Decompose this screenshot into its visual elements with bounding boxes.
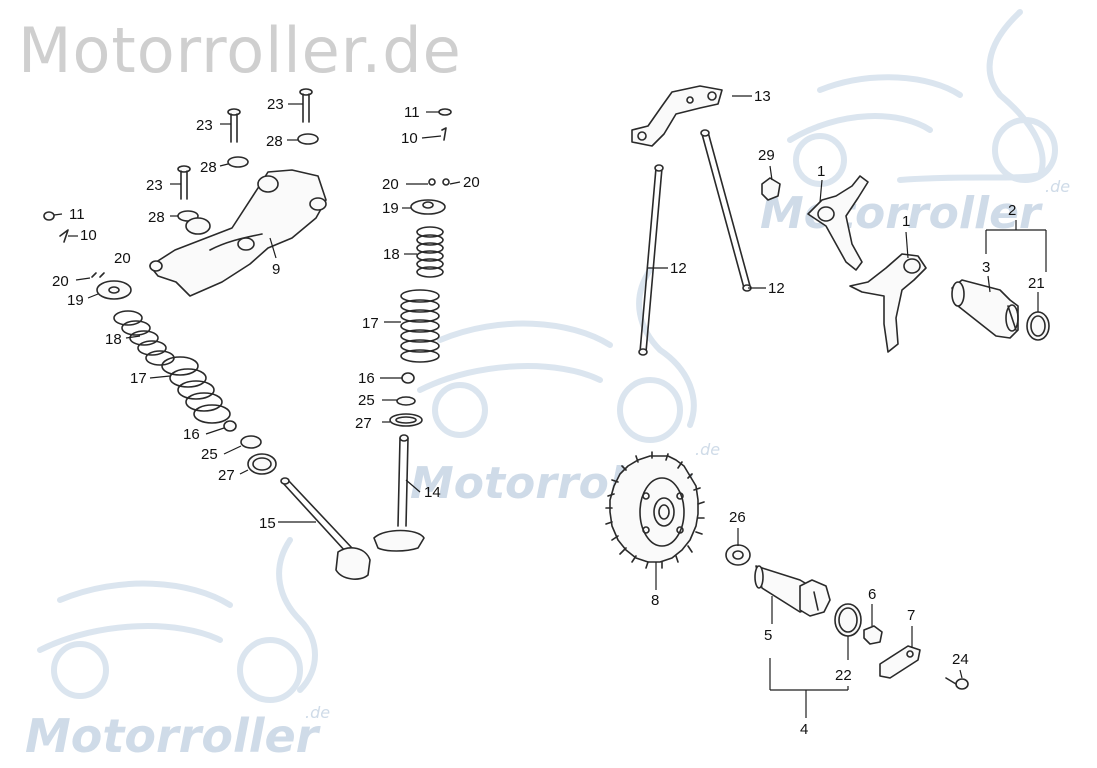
seat-27-left bbox=[247, 453, 277, 475]
scooter-watermark-right bbox=[787, 9, 1058, 187]
callout-18-center: 18 bbox=[383, 246, 400, 263]
callout-16-center: 16 bbox=[358, 370, 375, 387]
rocker-arm-1-lower bbox=[849, 253, 927, 353]
callout-1-upper: 1 bbox=[817, 163, 825, 180]
keeper-20-left bbox=[91, 272, 105, 278]
callout-25-left: 25 bbox=[201, 446, 218, 463]
plate-7 bbox=[879, 645, 921, 679]
header-watermark-logo: Motorroller.de bbox=[18, 14, 462, 87]
cotter-11-left bbox=[43, 211, 55, 221]
callout-23-top: 23 bbox=[267, 96, 284, 113]
spring-17-left bbox=[161, 356, 231, 424]
callout-10-left: 10 bbox=[80, 227, 97, 244]
scooter-watermark-left bbox=[37, 537, 318, 703]
callout-17-left: 17 bbox=[130, 370, 147, 387]
push-rod-12-right bbox=[700, 129, 752, 292]
washer-26 bbox=[725, 544, 751, 566]
washer-28-mid bbox=[227, 156, 249, 168]
callout-7: 7 bbox=[907, 607, 915, 624]
bracket-13 bbox=[631, 85, 723, 147]
callout-9: 9 bbox=[272, 261, 280, 278]
washer-25-center bbox=[396, 396, 416, 406]
valve-14 bbox=[373, 434, 425, 552]
bolt-23-top bbox=[299, 88, 313, 123]
callout-23-mid: 23 bbox=[196, 117, 213, 134]
cam-shaft-5 bbox=[754, 565, 831, 617]
callout-11-left: 11 bbox=[69, 206, 85, 223]
callout-28-top: 28 bbox=[266, 133, 283, 150]
nut-29 bbox=[761, 177, 781, 201]
callout-12-left: 12 bbox=[670, 260, 687, 277]
callout-27-center: 27 bbox=[355, 415, 372, 432]
callout-19-center: 19 bbox=[382, 200, 399, 217]
callout-20-left-b: 20 bbox=[114, 250, 131, 267]
retainer-19-left bbox=[96, 280, 132, 300]
callout-6: 6 bbox=[868, 586, 876, 603]
spring-18-center bbox=[416, 226, 444, 278]
callout-23-low: 23 bbox=[146, 177, 163, 194]
retainer-19-center bbox=[410, 199, 446, 215]
spring-18-left bbox=[113, 310, 175, 366]
callout-25-center: 25 bbox=[358, 392, 375, 409]
rocker-arm-holder-9 bbox=[149, 169, 327, 297]
callout-28-low: 28 bbox=[148, 209, 165, 226]
bolt-23-low bbox=[177, 165, 191, 200]
watermark-logo-bottom: Motorroller bbox=[25, 709, 322, 763]
spring-17-center bbox=[400, 289, 440, 363]
watermark-suffix-bottom: .de bbox=[305, 703, 330, 722]
callout-29: 29 bbox=[758, 147, 775, 164]
bolt-23-mid bbox=[227, 108, 241, 143]
callout-26: 26 bbox=[729, 509, 746, 526]
callout-27-left: 27 bbox=[218, 467, 235, 484]
rocker-arm-1-upper bbox=[807, 175, 869, 271]
shaft-3 bbox=[951, 279, 1019, 339]
cam-gear-8 bbox=[605, 451, 705, 569]
callout-17-center: 17 bbox=[362, 315, 379, 332]
washer-28-top bbox=[297, 133, 319, 145]
keeper-20-center-b bbox=[442, 178, 450, 186]
watermark-suffix-center: .de bbox=[695, 440, 720, 459]
cotter-11-center bbox=[438, 108, 452, 116]
watermark-suffix-right: .de bbox=[1045, 177, 1070, 196]
callout-14: 14 bbox=[424, 484, 441, 501]
callout-8: 8 bbox=[651, 592, 659, 609]
callout-15: 15 bbox=[259, 515, 276, 532]
callout-19-left: 19 bbox=[67, 292, 84, 309]
callout-10-center: 10 bbox=[401, 130, 418, 147]
seal-16-center bbox=[401, 372, 415, 384]
keeper-20-center-a bbox=[428, 178, 436, 186]
callout-5: 5 bbox=[764, 627, 772, 644]
callout-3: 3 bbox=[982, 259, 990, 276]
callout-16-left: 16 bbox=[183, 426, 200, 443]
callout-20-center-a: 20 bbox=[382, 176, 399, 193]
push-rod-12-left bbox=[638, 164, 664, 356]
clip-10-left bbox=[59, 229, 69, 243]
seal-16-left bbox=[223, 420, 237, 432]
callout-11-center: 11 bbox=[404, 104, 420, 121]
callout-12-right: 12 bbox=[768, 280, 785, 297]
callout-4: 4 bbox=[800, 721, 808, 738]
callout-labels: 23 23 23 28 28 28 9 11 10 20 20 19 18 17… bbox=[52, 88, 1045, 738]
callout-28-mid: 28 bbox=[200, 159, 217, 176]
clip-10-center bbox=[441, 127, 447, 141]
callout-22: 22 bbox=[835, 667, 852, 684]
pin-6 bbox=[863, 625, 883, 645]
callout-24: 24 bbox=[952, 651, 969, 668]
leader-lines bbox=[53, 95, 1047, 718]
bolt-24 bbox=[945, 677, 969, 690]
washer-25-left bbox=[240, 435, 262, 449]
callout-20-center-b: 20 bbox=[463, 174, 480, 191]
callout-1-lower: 1 bbox=[902, 213, 910, 230]
scooter-watermark-center bbox=[417, 267, 697, 443]
callout-2: 2 bbox=[1008, 202, 1016, 219]
callout-21: 21 bbox=[1028, 275, 1045, 292]
callout-13: 13 bbox=[754, 88, 771, 105]
callout-18-left: 18 bbox=[105, 331, 122, 348]
callout-20-left-a: 20 bbox=[52, 273, 69, 290]
valve-15 bbox=[280, 477, 371, 580]
seat-27-center bbox=[389, 413, 423, 427]
